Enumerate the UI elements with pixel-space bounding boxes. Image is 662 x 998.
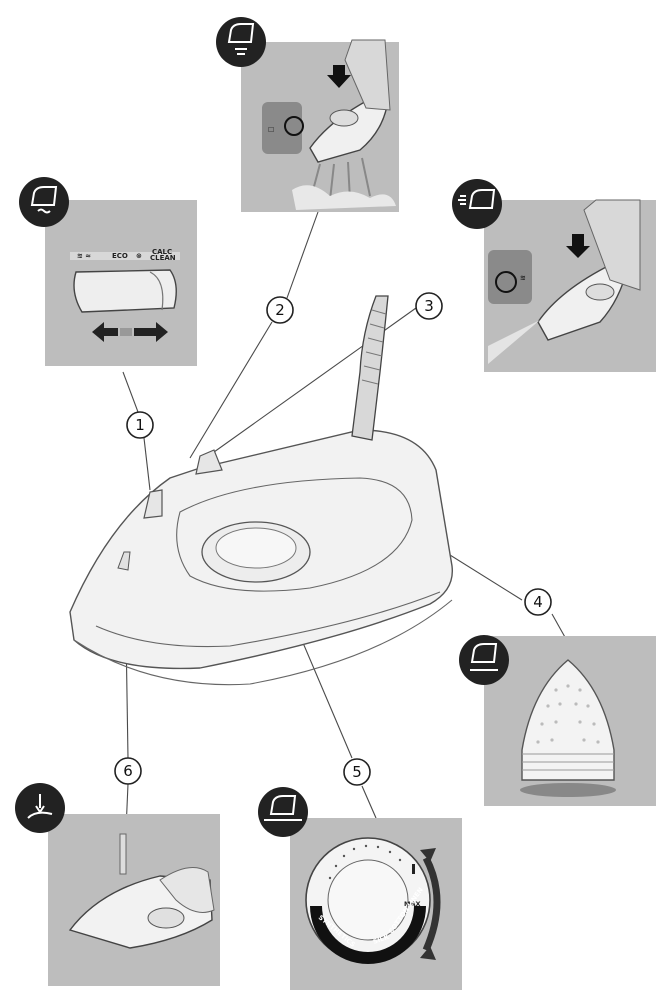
- callout-2-circle: [266, 296, 294, 324]
- callout-6-circle: [114, 757, 142, 785]
- callout-1-circle: [126, 411, 154, 439]
- callout-5: 5: [343, 758, 371, 786]
- dial-max-label: MAX: [404, 900, 421, 908]
- steam-setting-badge: [19, 177, 69, 227]
- callout-6: 6: [114, 757, 142, 785]
- slider-steam-symbols: ≋ ≈: [77, 252, 91, 260]
- slider-control: [73, 269, 177, 313]
- panel-steam-slider: ≋ ≈ ECO ⊗ CALC CLEAN: [19, 177, 197, 366]
- spray-button-highlight: [495, 271, 517, 293]
- callout-1-label: 1: [135, 416, 145, 434]
- dial-max-marker: [412, 864, 415, 874]
- leader-5-panel: [361, 785, 377, 819]
- callout-2: 2: [266, 296, 294, 324]
- soleplate-holes: [536, 684, 600, 744]
- leader-1-panel: [122, 371, 139, 413]
- soleplate-badge: [459, 635, 509, 685]
- rotate-arrow-up-icon: [420, 848, 436, 862]
- steam-boost-button: [195, 449, 223, 475]
- panel-water-fill: [15, 783, 220, 986]
- arrow-down-icon-2: [566, 234, 590, 258]
- iron-soleplate-edge: [95, 591, 441, 648]
- rotate-arrow-down-icon: [420, 946, 436, 960]
- callout-3: 3: [415, 292, 443, 320]
- callout-2-label: 2: [275, 301, 285, 319]
- dial-ticks: [328, 844, 402, 880]
- spray-mist: [488, 320, 540, 364]
- boost-hand: [344, 39, 391, 111]
- iron-base-outline: [73, 599, 453, 686]
- spray-icon: [458, 189, 496, 209]
- steam-cloud: [292, 185, 396, 210]
- fill-iron-dial: [147, 907, 185, 929]
- callout-4: 4: [524, 588, 552, 616]
- leader-2-iron: [189, 321, 273, 459]
- steam-setting-icon: [30, 186, 58, 214]
- temperature-badge: [258, 787, 308, 837]
- slider-label-strip: [70, 252, 180, 260]
- callout-5-circle: [343, 758, 371, 786]
- fill-hand: [159, 867, 215, 913]
- slider-calc-label: CALC: [152, 248, 172, 256]
- arrow-left-icon: [92, 322, 118, 342]
- spray-steam-symbol: ≋: [520, 274, 526, 282]
- dial-rotate-arc: [422, 856, 441, 952]
- callout-3-label: 3: [424, 297, 434, 315]
- panel-temperature-dial: MAX COTTON LINEN SILK SYNTHETICS: [258, 787, 462, 990]
- arrow-down-icon: [327, 65, 351, 88]
- arrow-right-icon: [134, 322, 168, 342]
- panel-steam-boost: ☐: [216, 17, 399, 212]
- spray-iron-dial: [585, 283, 615, 301]
- slider-knob-edge: [149, 271, 164, 311]
- leader-1-iron: [143, 437, 151, 491]
- panel-spray: ≋: [452, 179, 656, 372]
- slider-eco-label: ECO: [112, 252, 128, 260]
- steam-slider-knob: [143, 489, 163, 519]
- fill-pouring-cup: [119, 833, 127, 875]
- steam-jets: [311, 157, 371, 201]
- cord-pattern: [361, 309, 387, 385]
- dial-center: [327, 859, 409, 941]
- boost-button-highlight: [284, 116, 304, 136]
- temperature-dial-top: [215, 527, 297, 569]
- spray-control-housing: [488, 250, 532, 304]
- callout-4-label: 4: [533, 593, 543, 611]
- main-iron: [69, 295, 454, 686]
- callout-1: 1: [126, 411, 154, 439]
- slider-nosteam-symbol: ⊗: [136, 252, 142, 260]
- slider-clean-label: CLEAN: [150, 254, 176, 262]
- boost-control-housing: [262, 102, 302, 154]
- steam-boost-icon: [227, 23, 255, 55]
- soleplate-shape: [521, 659, 615, 781]
- iron-handle-recess: [176, 477, 413, 592]
- water-fill-inlet: [117, 551, 131, 571]
- soleplate-edge-pattern: [522, 753, 614, 771]
- boost-water-symbol: ☐: [268, 126, 274, 134]
- spray-badge: [452, 179, 502, 229]
- soleplate-shadow: [520, 783, 616, 797]
- dial-settings-band: [310, 906, 426, 964]
- arrow-gradient-mid: [120, 328, 132, 336]
- callout-6-label: 6: [123, 762, 133, 780]
- spray-hand: [583, 199, 641, 291]
- water-fill-icon: [27, 794, 53, 819]
- soleplate-icon: [470, 643, 498, 671]
- callout-3-circle: [415, 292, 443, 320]
- callout-5-label: 5: [352, 763, 362, 781]
- leader-2-panel: [286, 211, 319, 299]
- panel-soleplate: [459, 635, 656, 806]
- temperature-icon: [264, 795, 302, 821]
- boost-iron-dial: [329, 109, 359, 127]
- callout-4-circle: [524, 588, 552, 616]
